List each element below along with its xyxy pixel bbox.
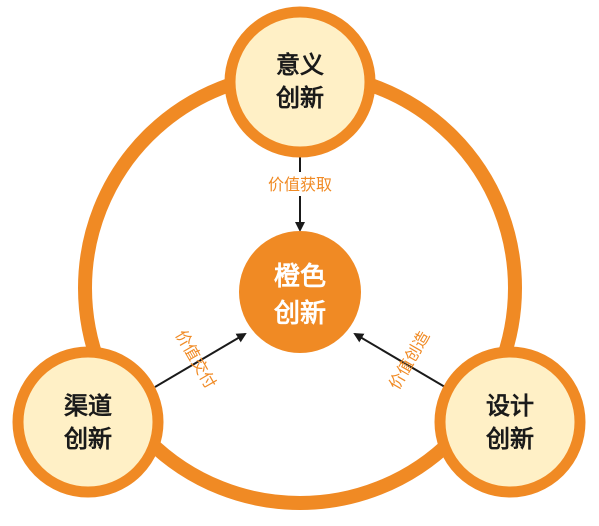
edge-label-top-bg: [248, 172, 352, 196]
center-label-line1: 橙色: [274, 261, 326, 292]
node-left-label-line2: 创新: [63, 425, 112, 453]
node-left-circle: [12, 346, 164, 498]
edge-label-right: 价值创造: [385, 328, 433, 393]
node-left-label-line1: 渠道: [64, 392, 112, 420]
node-right-label-line2: 创新: [485, 425, 534, 453]
node-top-label-line2: 创新: [275, 84, 324, 112]
arrow-right-to-center: [353, 332, 446, 388]
arrow-left-to-center: [154, 332, 247, 388]
edge-label-top: 价值获取: [268, 175, 332, 194]
node-right-label-line1: 设计: [486, 392, 534, 420]
center-circle: [239, 231, 361, 353]
center-label-line2: 创新: [273, 298, 326, 329]
node-top-label-line1: 意义: [276, 51, 324, 79]
node-right-circle: [434, 346, 586, 498]
edge-label-left: 价值交付: [172, 327, 220, 392]
node-top-circle: [224, 6, 376, 158]
